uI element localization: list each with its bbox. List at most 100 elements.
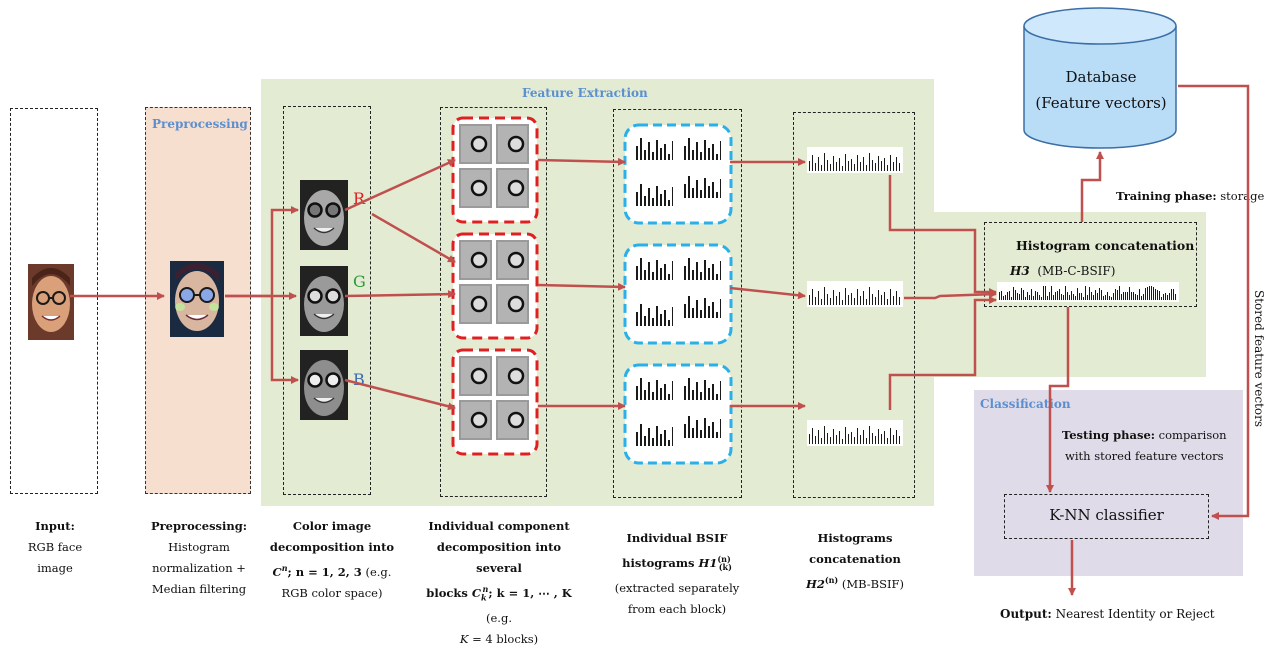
h3-histogram-bar xyxy=(1173,289,1174,300)
h3-histogram-bar xyxy=(1095,290,1096,300)
h3-histogram-bar xyxy=(1139,289,1140,300)
h3-histogram-bar xyxy=(1105,295,1106,300)
caption-component-decomposition: Individual component decomposition into … xyxy=(426,519,572,647)
h3-histogram-bar xyxy=(1109,296,1110,300)
h3-histogram-bar xyxy=(1007,292,1008,300)
bsif-histogram-groups xyxy=(623,123,733,465)
h3-histogram-bar xyxy=(1013,287,1014,300)
h3-histogram-bar xyxy=(1029,295,1030,300)
h3-histogram-bar xyxy=(1093,295,1094,300)
h3-histogram-bar xyxy=(1039,295,1040,300)
h3-histogram-bar xyxy=(1053,295,1054,300)
h3-histogram-bar xyxy=(1057,291,1058,300)
h3-histogram-bar xyxy=(1011,297,1012,300)
histogram-concatenation-box xyxy=(984,222,1197,307)
h3-histogram-bar xyxy=(1083,297,1084,300)
h3-histogram-bar xyxy=(1175,294,1176,300)
channel-label-b: B xyxy=(353,370,365,389)
caption-color-decomposition: Color image decomposition into Cn; n = 1… xyxy=(269,519,395,600)
classification-title: Classification xyxy=(980,397,1071,411)
h3-histogram-bar xyxy=(1121,294,1122,300)
h3-histogram-bar xyxy=(1023,290,1024,300)
h3-histogram-bar xyxy=(1155,289,1156,300)
arrow-h2c-to-h3 xyxy=(888,296,997,410)
h3-histogram-bar xyxy=(1131,292,1132,300)
classification-region xyxy=(974,390,1243,576)
preprocessed-face-image xyxy=(170,261,224,337)
h3-histogram-bar xyxy=(1149,286,1150,300)
caption-preprocessing: Preprocessing: Histogram normalization +… xyxy=(150,519,248,596)
h3-histogram-bar xyxy=(1067,292,1068,300)
h3-histogram-bar xyxy=(1125,292,1126,300)
h3-histogram-bar xyxy=(1049,292,1050,300)
h3-histogram-bar xyxy=(1111,297,1112,300)
arrow-r-to-block1 xyxy=(344,158,456,212)
arrow-g-to-block2 xyxy=(344,290,456,299)
preprocessing-title: Preprocessing xyxy=(152,117,248,131)
h3-histogram-bar xyxy=(1077,288,1078,300)
blue-channel-face xyxy=(300,350,348,420)
bsif-histograms-box xyxy=(613,109,742,498)
h3-histogram-bar xyxy=(1113,293,1114,300)
h3-histogram-bar xyxy=(1031,289,1032,300)
arrow-block1-to-bsif1 xyxy=(537,157,626,166)
h3-histogram-bar xyxy=(1027,292,1028,300)
block-groups xyxy=(451,116,539,456)
h3-histogram-bar xyxy=(999,292,1000,300)
arrow-pre-to-b xyxy=(270,296,299,384)
h3-histogram-bar xyxy=(1043,286,1044,300)
h3-histogram-bar xyxy=(1087,295,1088,300)
h3-histogram-bar xyxy=(1091,292,1092,300)
arrow-concat-to-db xyxy=(1080,151,1104,222)
h3-histogram-bar xyxy=(1127,292,1128,300)
h3-histogram-bar xyxy=(1065,286,1066,300)
h3-histogram-bar xyxy=(1071,291,1072,300)
h3-histogram-bar xyxy=(1107,292,1108,300)
h3-histogram-bar xyxy=(1073,294,1074,300)
histogram-concatenation-title: Histogram concatenation xyxy=(1016,238,1195,253)
h3-histogram-bar xyxy=(1001,291,1002,300)
h3-histogram-bar xyxy=(1141,296,1142,300)
arrow-pre-to-r xyxy=(225,206,299,298)
h3-histogram-bar xyxy=(1063,295,1064,300)
color-decomposition-box xyxy=(283,106,371,495)
input-box xyxy=(10,108,98,494)
training-phase-label: Training phase: storage xyxy=(1116,189,1265,203)
arrow-h2b-to-h3 xyxy=(904,290,997,300)
h3-histogram-bar xyxy=(1153,287,1154,300)
h3-histogram-bar xyxy=(1133,292,1134,300)
h3-histogram-bar xyxy=(1159,291,1160,300)
h3-histogram-bar xyxy=(1033,296,1034,300)
caption-histograms-concatenation: Histograms concatenation H2(n) (MB-BSIF) xyxy=(805,531,905,591)
h3-histogram-bar xyxy=(1145,288,1146,300)
channel-label-g: G xyxy=(353,272,366,291)
knn-classifier-label: K-NN classifier xyxy=(1049,506,1164,524)
h3-histogram-bar xyxy=(1119,286,1120,300)
histograms-concat-box xyxy=(793,112,915,498)
h3-histogram-bar xyxy=(1037,292,1038,300)
h3-histogram-bar xyxy=(1171,289,1172,300)
h3-histogram-bar xyxy=(1129,287,1130,300)
h3-histogram-bar xyxy=(1075,296,1076,300)
h3-histogram-bar xyxy=(1137,295,1138,300)
h3-histogram-bar xyxy=(1169,293,1170,300)
h3-label: H3 (MB-C-BSIF) xyxy=(1010,264,1116,278)
h3-histogram-bar xyxy=(1003,296,1004,300)
h3-histogram-bar xyxy=(1097,293,1098,300)
h3-histogram-bar xyxy=(1045,286,1046,300)
h3-histogram-bar xyxy=(1025,297,1026,300)
preprocessing-region xyxy=(145,107,251,494)
h3-histogram-bar xyxy=(1059,289,1060,300)
h3-histogram-bar xyxy=(1047,296,1048,300)
h3-histogram-bar xyxy=(1135,294,1136,300)
h3-histogram-bar xyxy=(1165,293,1166,300)
arrow-concat-to-knn xyxy=(1046,307,1070,493)
h3-histogram-bar xyxy=(1085,286,1086,300)
h3-histogram-bar xyxy=(1061,294,1062,300)
output-label: Output: Nearest Identity or Reject xyxy=(1000,607,1215,621)
h3-histogram-bar xyxy=(1005,295,1006,300)
arrow-r-to-block2 xyxy=(371,212,456,264)
caption-input: Input: RGB face image xyxy=(27,519,83,575)
h3-histogram-bar xyxy=(1117,290,1118,300)
